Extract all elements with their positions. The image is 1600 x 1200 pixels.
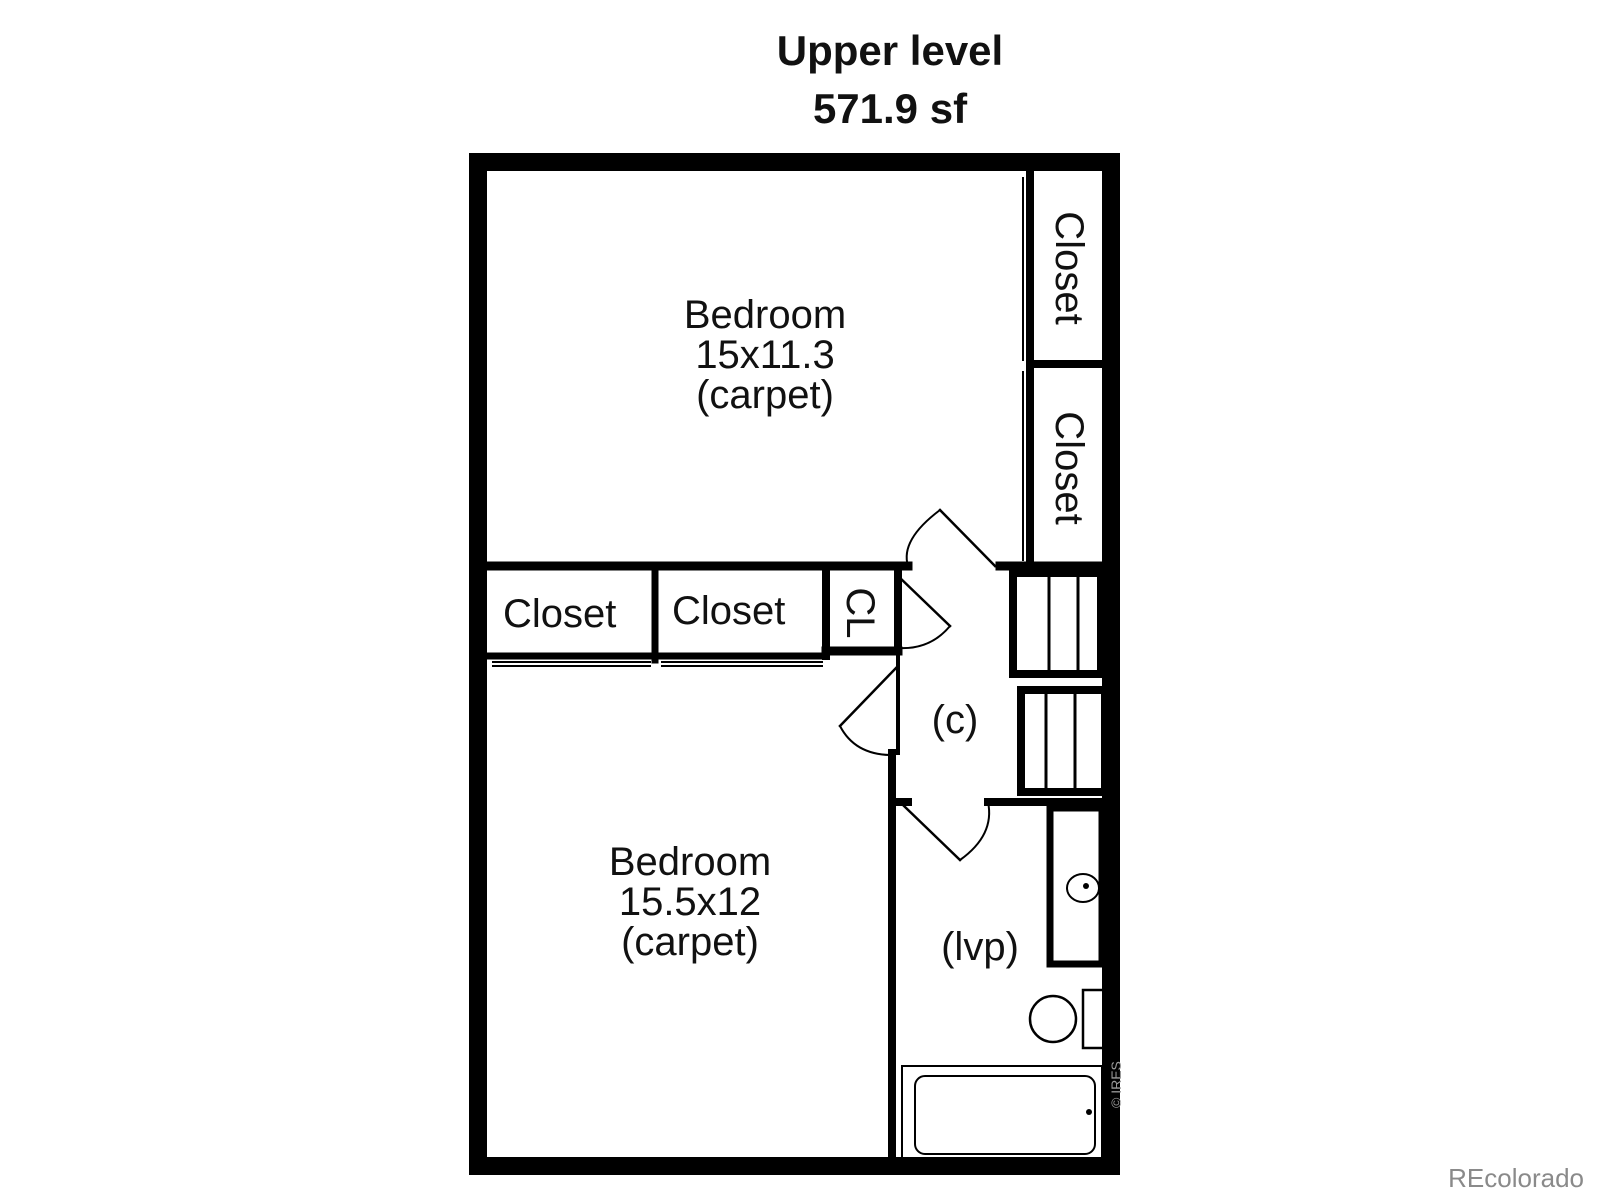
room-label-bedroom-bottom: Bedroom 15.5x12 (carpet)	[525, 842, 855, 962]
stairs	[1009, 569, 1105, 678]
toilet-icon	[1028, 994, 1078, 1044]
closet-label: Closet	[1047, 411, 1091, 525]
watermark-text: REcolorado	[1448, 1163, 1584, 1193]
room-name: Bedroom	[608, 840, 772, 884]
closet-label: Closet	[1047, 211, 1091, 325]
room-label-hall: (c)	[931, 698, 979, 742]
bath-tub	[901, 1065, 1103, 1163]
room-size: 15.5x12	[618, 880, 762, 924]
sink-icon	[1066, 873, 1100, 903]
closet-label: Closet	[503, 592, 617, 636]
room-name: Bedroom	[683, 293, 847, 337]
room-floor: (carpet)	[621, 920, 759, 964]
floor-title: Upper level	[776, 27, 1004, 74]
swing-door	[896, 574, 952, 628]
swing-door	[938, 508, 997, 568]
floor-area: 571.9 sf	[812, 85, 968, 132]
closet-label: CL	[838, 587, 882, 639]
exterior-wall	[469, 153, 1120, 1175]
copyright-text: © IRES	[1108, 1061, 1124, 1108]
room-label-bath: (lvp)	[941, 925, 1019, 969]
swing-door	[902, 804, 962, 862]
room-size: 15x11.3	[695, 333, 835, 377]
room-label-bedroom-top: Bedroom 15x11.3 (carpet)	[600, 295, 930, 415]
swing-door	[838, 666, 898, 728]
stairs	[1017, 686, 1109, 796]
closet-label: Closet	[672, 589, 786, 633]
room-floor: (carpet)	[696, 373, 834, 417]
vanity	[1046, 804, 1106, 968]
